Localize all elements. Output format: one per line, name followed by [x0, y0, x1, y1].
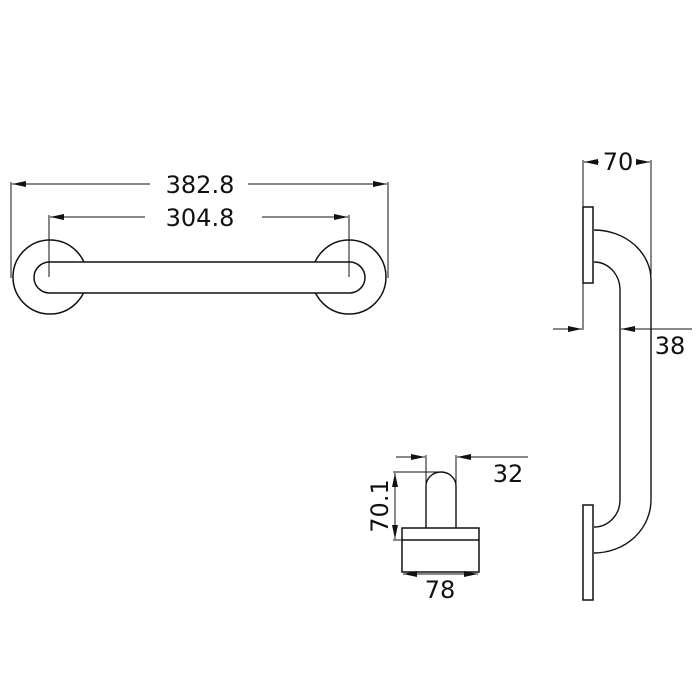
dimension-height: 70.1	[366, 479, 394, 532]
dimension-flange-width: 78	[425, 576, 456, 604]
side-view: 70 38	[553, 148, 692, 601]
bar-outer-edge	[593, 229, 652, 554]
bar-inner-edge	[593, 261, 621, 528]
dimension-overall-length: 382.8	[166, 171, 235, 199]
flange-view: 32 70.1 78	[366, 454, 528, 604]
grab-bar	[33, 261, 366, 294]
dimension-bar-diameter: 38	[655, 332, 686, 360]
dimension-center-distance: 304.8	[166, 204, 235, 232]
post	[425, 471, 457, 528]
flange-base	[401, 527, 480, 573]
dimension-projection: 70	[603, 148, 634, 176]
top-flange	[582, 206, 594, 284]
front-view: 382.8 304.8	[10, 171, 389, 315]
bottom-flange	[582, 504, 594, 601]
dimension-post-width: 32	[493, 460, 524, 488]
